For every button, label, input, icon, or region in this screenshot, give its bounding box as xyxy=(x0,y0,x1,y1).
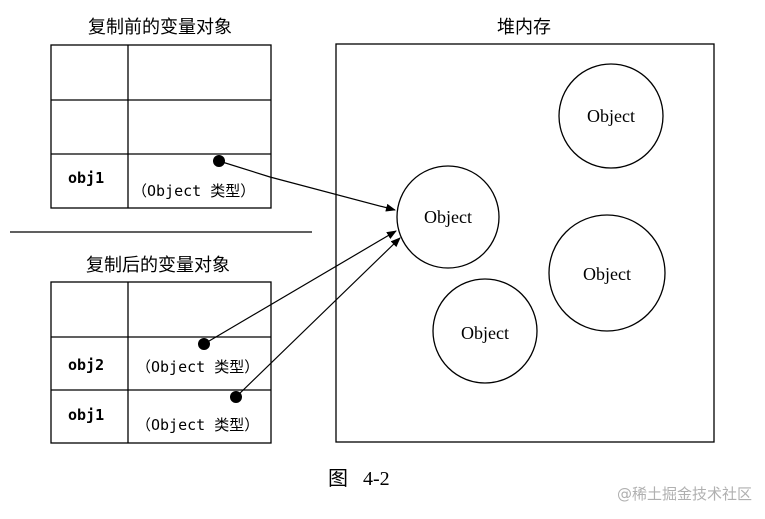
pointer-after-obj1 xyxy=(230,237,401,403)
after-copy-title: 复制后的变量对象 xyxy=(86,255,230,276)
pointer-before-obj1 xyxy=(213,155,396,212)
before-copy-title: 复制前的变量对象 xyxy=(88,17,232,38)
watermark: @稀土掘金技术社区 xyxy=(617,485,752,503)
heap-box xyxy=(335,43,715,443)
heap-object-label: Object xyxy=(424,207,472,227)
after-obj1-name: obj1 xyxy=(68,406,104,424)
heap-title: 堆内存 xyxy=(497,17,551,38)
after-obj2-name: obj2 xyxy=(68,356,104,374)
before-obj1-name: obj1 xyxy=(68,169,104,187)
heap-object-referenced: Object xyxy=(396,165,500,269)
after-obj2-type: （Object 类型） xyxy=(136,358,259,376)
heap-object-label: Object xyxy=(587,106,635,126)
pointer-after-obj2 xyxy=(198,230,397,350)
before-variable-table xyxy=(50,44,272,209)
pointer-dot xyxy=(213,155,225,167)
heap-object-label: Object xyxy=(461,323,509,343)
heap-object-bottom: Object xyxy=(432,278,538,384)
heap-object-right: Object xyxy=(548,214,666,332)
pointer-dot xyxy=(198,338,210,350)
heap-object-label: Object xyxy=(583,264,631,284)
heap-object-top-right: Object xyxy=(558,63,664,169)
pointer-dot xyxy=(230,391,242,403)
figure-caption: 图 4-2 xyxy=(328,468,390,490)
before-obj1-type: （Object 类型） xyxy=(132,182,255,200)
after-obj1-type: （Object 类型） xyxy=(136,416,259,434)
